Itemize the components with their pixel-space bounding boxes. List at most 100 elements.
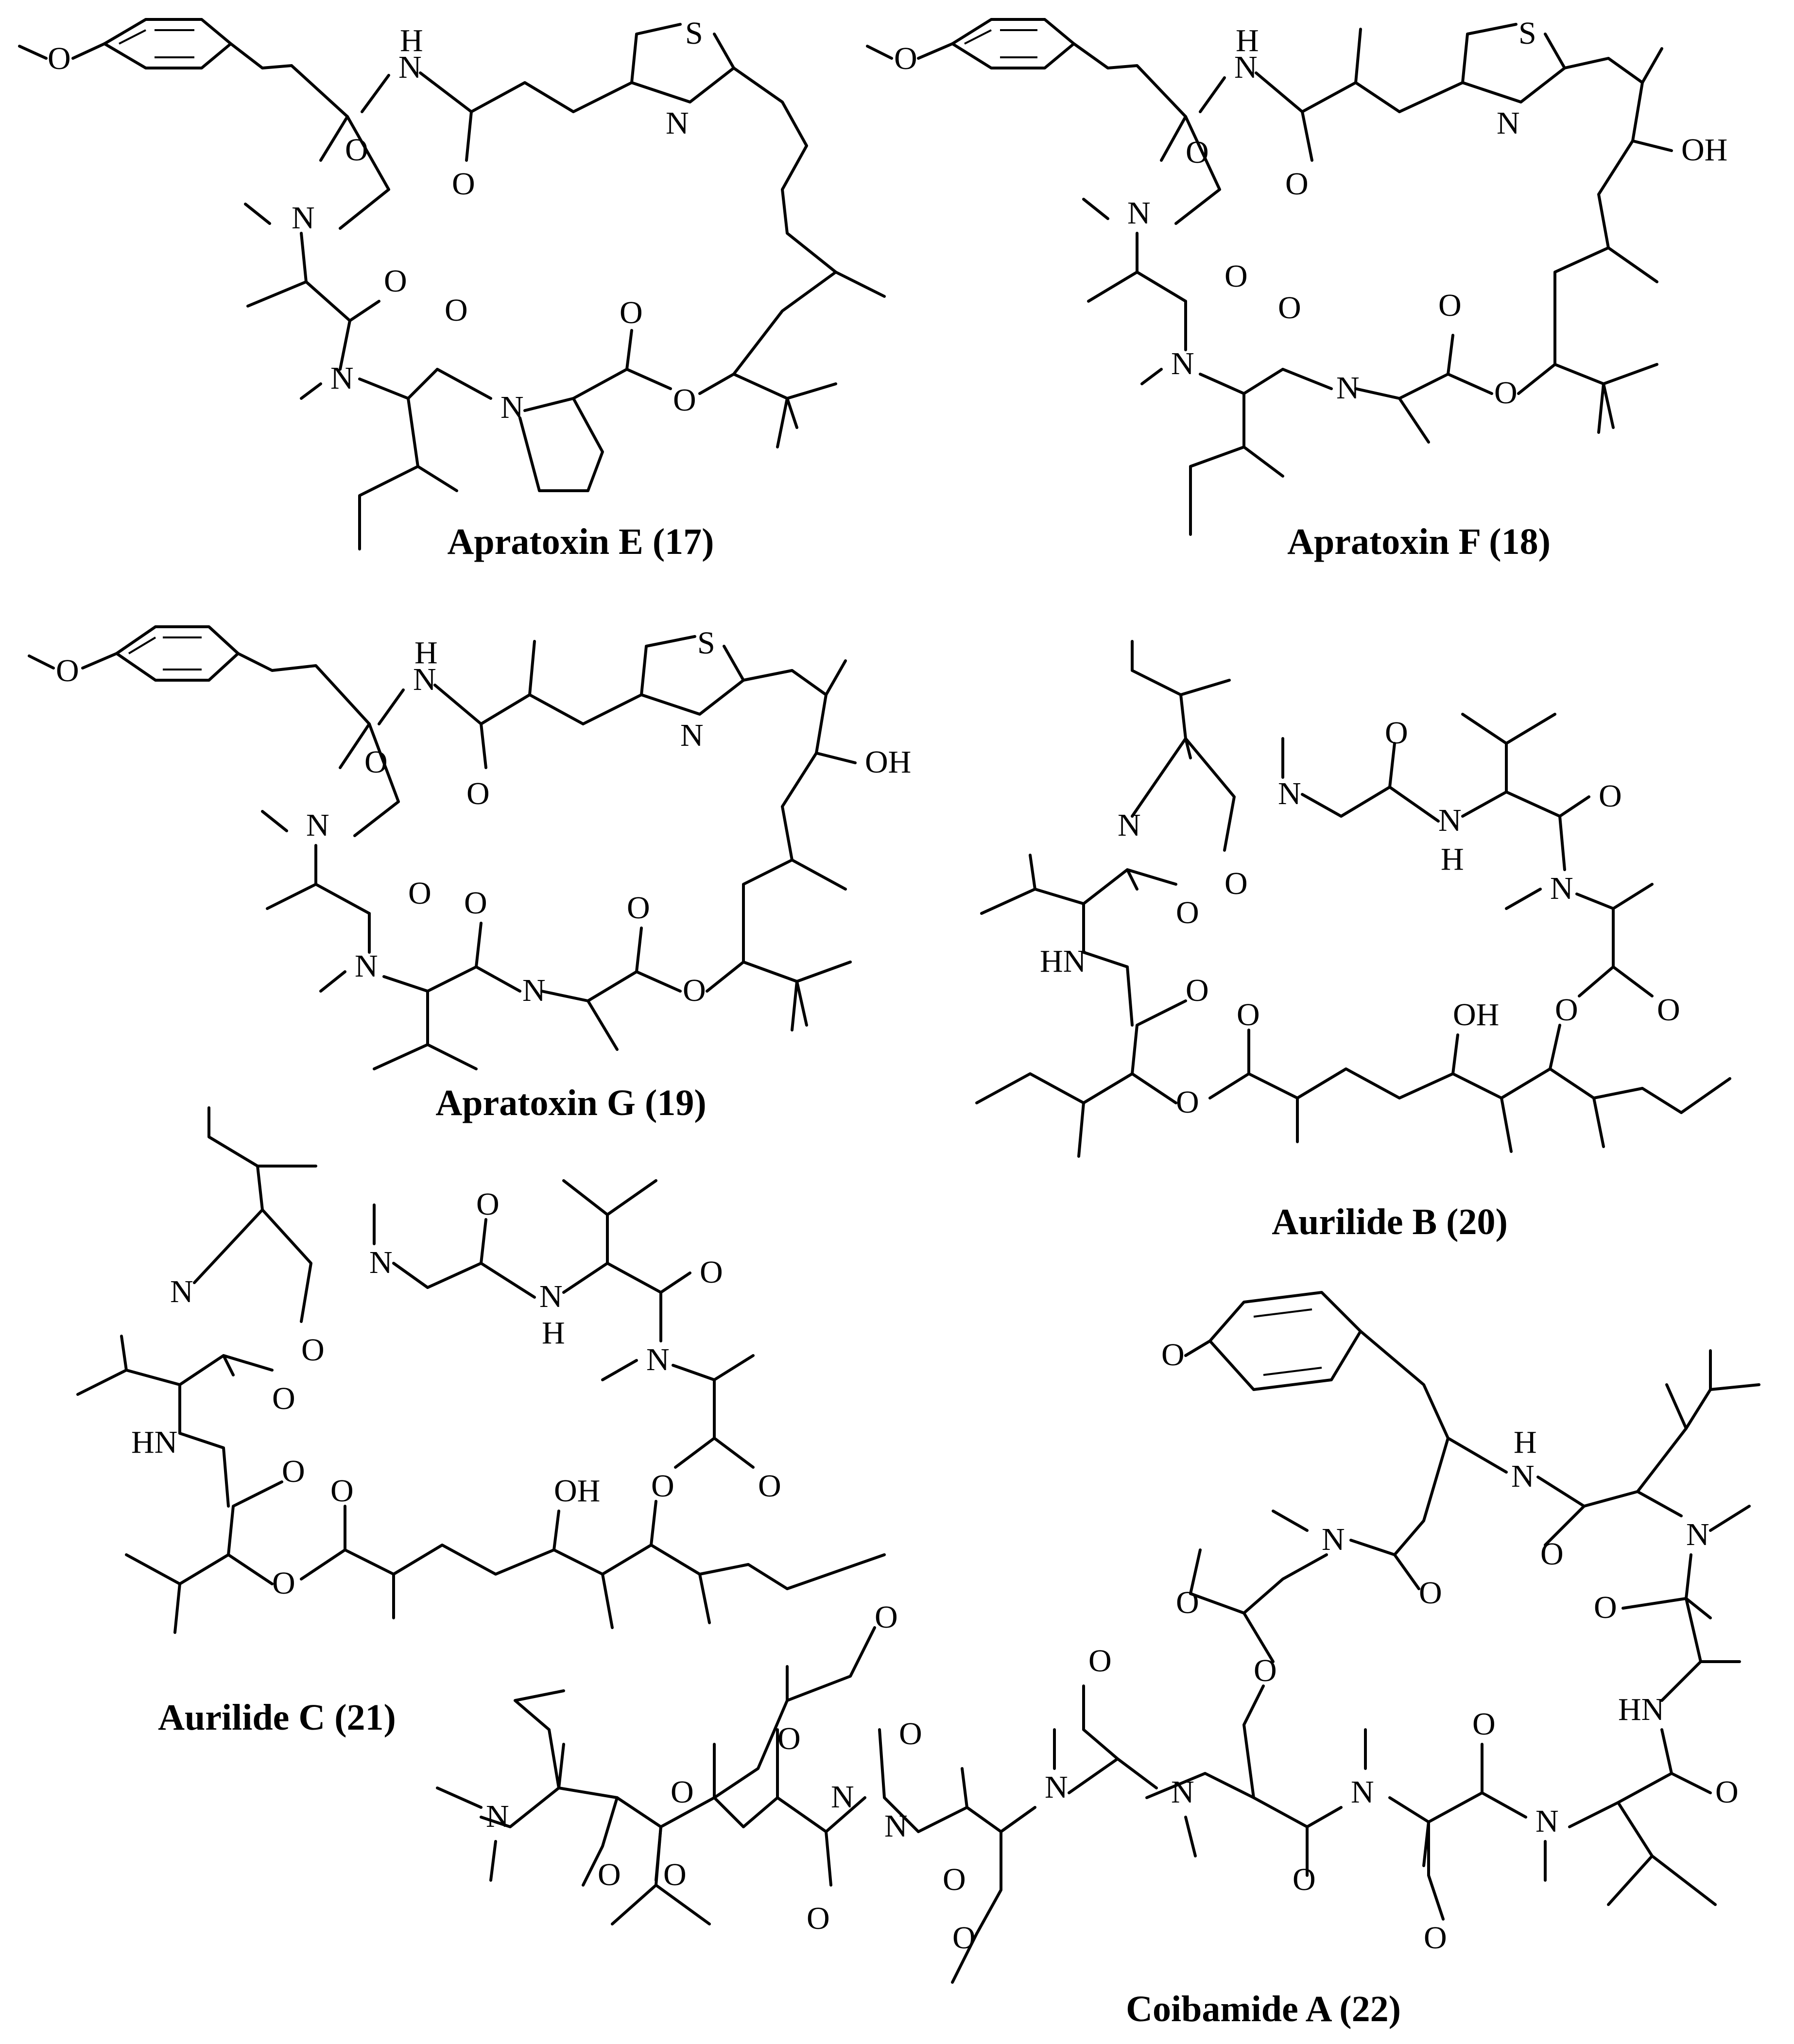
atom-n: N xyxy=(831,1779,854,1815)
atom-hn: HN xyxy=(1618,1692,1664,1727)
atom-nh: N xyxy=(539,1279,563,1314)
atom-s: S xyxy=(697,625,715,661)
atom-n: N xyxy=(646,1342,670,1377)
atom-o: O xyxy=(598,1857,621,1892)
atom-n: N xyxy=(1550,871,1573,906)
atom-o: O xyxy=(330,1473,354,1509)
atom-h: H xyxy=(400,23,423,58)
structure-apratoxin-g: O O N O N O N O O N H O S N OH Apratoxin… xyxy=(28,625,911,1123)
atom-n: N xyxy=(666,105,689,141)
atom-o: O xyxy=(272,1381,295,1416)
atom-o: O xyxy=(651,1468,674,1504)
atom-o: O xyxy=(683,973,706,1008)
structure-aurilide-b: N N O O N H O N O O OH O O O HN O Aurili… xyxy=(975,640,1731,1242)
atom-o: O xyxy=(1599,778,1622,814)
atom-oh: OH xyxy=(1453,997,1499,1032)
atom-o: O xyxy=(384,263,407,299)
atom-hn: HN xyxy=(131,1425,177,1460)
atom-n: N xyxy=(355,948,378,984)
atom-o: O xyxy=(1278,290,1301,326)
atom-n: N xyxy=(884,1808,908,1844)
atom-o: O xyxy=(1088,1643,1112,1679)
atom-n: N xyxy=(1497,105,1520,141)
atom-oh: OH xyxy=(865,744,911,780)
atom-o: O xyxy=(282,1454,305,1489)
atom-o: O xyxy=(894,41,917,76)
compound-label: Apratoxin G (19) xyxy=(435,1082,706,1123)
atom-h: H xyxy=(1441,842,1464,877)
atom-o: O xyxy=(1176,1585,1199,1620)
structure-apratoxin-f: O O N O N O N O O N H O S N OH Apratoxin… xyxy=(866,16,1727,562)
compound-label: Apratoxin E (17) xyxy=(448,521,714,562)
atom-n: N xyxy=(170,1274,193,1309)
structure-apratoxin-e: O O N O N O N O O N H O S xyxy=(18,16,886,562)
atom-n: N xyxy=(306,807,329,843)
atom-n: N xyxy=(1171,1774,1194,1810)
atom-o: O xyxy=(1419,1575,1442,1611)
atom-o: O xyxy=(464,885,487,921)
atom-o: O xyxy=(1494,375,1518,411)
atom-o: O xyxy=(673,382,696,418)
atom-n: N xyxy=(1171,346,1194,381)
atom-o: O xyxy=(671,1774,694,1810)
atom-o: O xyxy=(1715,1774,1739,1810)
atom-o: O xyxy=(1186,973,1209,1008)
atom-o: O xyxy=(1424,1920,1447,1956)
atom-o: O xyxy=(345,132,368,168)
atom-o: O xyxy=(777,1721,801,1756)
atom-n: N xyxy=(1118,807,1141,843)
atom-o: O xyxy=(1176,1084,1199,1120)
atom-o: O xyxy=(48,41,71,76)
atom-s: S xyxy=(685,16,703,51)
atom-o: O xyxy=(1472,1706,1496,1742)
atom-o: O xyxy=(1293,1862,1316,1897)
atom-o: O xyxy=(1657,992,1680,1028)
atom-o: O xyxy=(663,1857,687,1892)
atom-n: N xyxy=(413,662,436,697)
atom-o: O xyxy=(1225,866,1248,901)
atom-o: O xyxy=(807,1901,830,1936)
compound-label: Apratoxin F (18) xyxy=(1287,521,1551,562)
atom-oh: OH xyxy=(554,1473,600,1509)
atom-n: N xyxy=(680,718,704,753)
atom-n: N xyxy=(330,361,354,396)
atom-n: N xyxy=(1127,195,1151,231)
atom-o: O xyxy=(408,876,431,911)
atom-o: O xyxy=(1540,1536,1564,1572)
atom-n: N xyxy=(369,1245,393,1280)
atom-o: O xyxy=(899,1716,922,1752)
compound-label: Aurilide C (21) xyxy=(158,1697,396,1738)
atom-n: N xyxy=(1686,1517,1709,1552)
atom-o: O xyxy=(700,1254,723,1290)
atom-hn: HN xyxy=(1040,944,1086,979)
atom-n: N xyxy=(1535,1804,1559,1839)
atom-h: H xyxy=(414,635,438,670)
atom-n: N xyxy=(1045,1769,1068,1805)
atom-o: O xyxy=(758,1468,781,1504)
atom-o: O xyxy=(627,890,650,926)
atom-o: O xyxy=(1225,258,1248,294)
atom-o: O xyxy=(452,166,475,202)
compound-label: Coibamide A (22) xyxy=(1126,1989,1401,2029)
atom-o: O xyxy=(1161,1337,1185,1373)
atom-o: O xyxy=(445,292,468,328)
atom-o: O xyxy=(1285,166,1309,202)
atom-o: O xyxy=(1438,288,1462,323)
atom-o: O xyxy=(1176,895,1199,930)
atom-n: N xyxy=(1322,1522,1345,1557)
structure-coibamide-a: O N H O N O HN O N O O N O O O N O N O xyxy=(436,1291,1760,2029)
compound-label: Aurilide B (20) xyxy=(1272,1202,1508,1242)
atom-nh: N xyxy=(398,50,422,85)
atom-o: O xyxy=(1594,1590,1617,1625)
atom-o: O xyxy=(1555,992,1578,1028)
atom-oh: OH xyxy=(1681,132,1727,168)
structure-aurilide-c: N N O O N H O N O O OH O O O HN O Aurili… xyxy=(76,1106,886,1738)
atom-o: O xyxy=(476,1186,500,1222)
atom-o: O xyxy=(466,776,490,811)
atom-n: N xyxy=(486,1799,509,1834)
atom-h: H xyxy=(1514,1425,1537,1460)
atom-o: O xyxy=(1254,1653,1277,1688)
atom-o: O xyxy=(875,1599,898,1635)
atom-n: N xyxy=(1278,776,1301,811)
